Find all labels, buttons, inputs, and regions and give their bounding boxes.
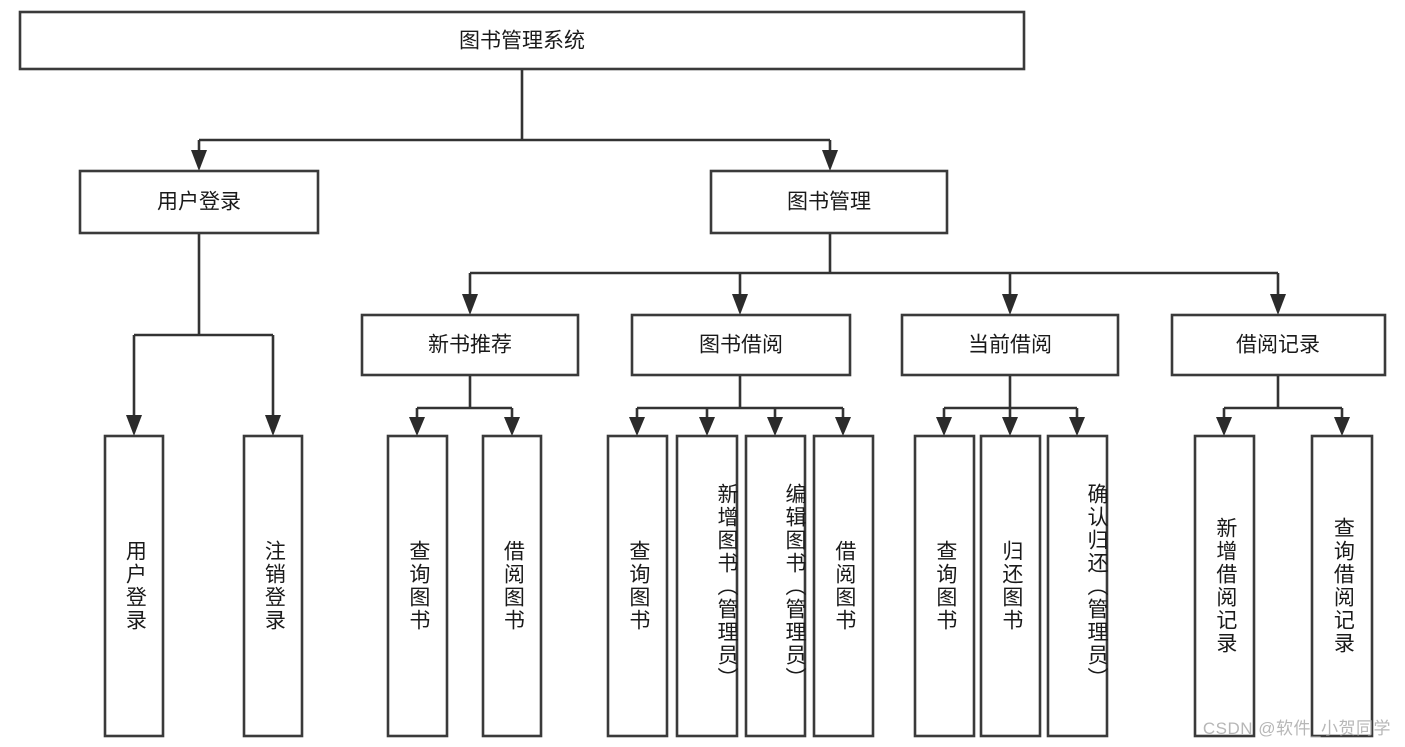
- arrow-head-leaf-add-borrow-record: [1216, 417, 1232, 436]
- node-root[interactable]: 图书管理系统: [18, 10, 1026, 71]
- node-root-box[interactable]: [18, 10, 1026, 71]
- arrow-head-leaf-add-book-admin: [699, 417, 715, 436]
- node-user-login[interactable]: 用户登录: [78, 169, 320, 235]
- edge-group-root: [191, 69, 838, 171]
- node-leaf-edit-book-admin-box[interactable]: [744, 434, 807, 738]
- arrow-head-borrow-record: [1270, 294, 1286, 315]
- node-book-borrow[interactable]: 图书借阅: [630, 313, 852, 377]
- arrow-head-book-manage: [822, 150, 838, 171]
- node-book-manage[interactable]: 图书管理: [709, 169, 949, 235]
- node-book-borrow-label: 图书借阅: [699, 334, 783, 357]
- node-book-manage-label: 图书管理: [787, 191, 871, 214]
- arrow-head-new-book-recommend: [462, 294, 478, 315]
- arrow-head-current-borrow: [1002, 294, 1018, 315]
- node-leaf-borrow-book-rec-box[interactable]: [481, 434, 543, 738]
- watermark-text: CSDN @软件_小贺同学: [1202, 719, 1391, 738]
- edge-group-user-login: [126, 233, 281, 436]
- edge-group-borrow-record: [1216, 375, 1350, 436]
- node-leaf-add-borrow-record-box[interactable]: [1193, 434, 1256, 738]
- arrow-head-leaf-user-login: [126, 415, 142, 436]
- node-current-borrow-label: 当前借阅: [968, 334, 1052, 357]
- arrow-head-leaf-user-logout: [265, 415, 281, 436]
- node-leaf-query-book-borrow-box[interactable]: [606, 434, 669, 738]
- arrow-head-leaf-borrow-book-rec: [504, 417, 520, 436]
- edge-group-book-borrow: [629, 375, 851, 436]
- node-new-book-recommend[interactable]: 新书推荐: [360, 313, 580, 377]
- node-leaf-return-book-box[interactable]: [979, 434, 1042, 738]
- node-book-borrow-box[interactable]: [630, 313, 852, 377]
- arrow-head-leaf-edit-book-admin: [767, 417, 783, 436]
- arrow-head-book-borrow: [732, 294, 748, 315]
- arrow-head-leaf-borrow-book: [835, 417, 851, 436]
- node-leaf-user-logout-box[interactable]: [242, 434, 304, 738]
- node-user-login-label: 用户登录: [157, 191, 241, 214]
- node-leaf-add-book-admin-box[interactable]: [675, 434, 739, 738]
- node-current-borrow-box[interactable]: [900, 313, 1120, 377]
- arrow-head-leaf-query-book-borrow: [629, 417, 645, 436]
- node-leaf-query-book-rec-box[interactable]: [386, 434, 449, 738]
- node-borrow-record-box[interactable]: [1170, 313, 1387, 377]
- edge-group-new-book-recommend: [409, 375, 520, 436]
- arrow-head-leaf-query-book-rec: [409, 417, 425, 436]
- node-borrow-record-label: 借阅记录: [1236, 334, 1320, 357]
- node-root-label: 图书管理系统: [459, 30, 585, 53]
- node-book-manage-box[interactable]: [709, 169, 949, 235]
- node-leaf-user-login-box[interactable]: [103, 434, 165, 738]
- node-leaf-borrow-book-box[interactable]: [812, 434, 875, 738]
- edge-group-book-manage: [462, 233, 1286, 315]
- arrow-head-leaf-confirm-return-admin: [1069, 417, 1085, 436]
- node-new-book-recommend-box[interactable]: [360, 313, 580, 377]
- edge-group-current-borrow: [936, 375, 1085, 436]
- node-new-book-recommend-label: 新书推荐: [428, 334, 512, 357]
- leaf-boxes: [103, 434, 1374, 738]
- node-current-borrow[interactable]: 当前借阅: [900, 313, 1120, 377]
- node-leaf-query-book-current-box[interactable]: [913, 434, 976, 738]
- node-leaf-query-borrow-record-box[interactable]: [1310, 434, 1374, 738]
- node-user-login-box[interactable]: [78, 169, 320, 235]
- node-borrow-record[interactable]: 借阅记录: [1170, 313, 1387, 377]
- arrow-head-leaf-return-book: [1002, 417, 1018, 436]
- arrow-head-leaf-query-borrow-record: [1334, 417, 1350, 436]
- node-leaf-confirm-return-admin-box[interactable]: [1046, 434, 1109, 738]
- arrow-head-leaf-query-book-current: [936, 417, 952, 436]
- arrow-head-user-login: [191, 150, 207, 171]
